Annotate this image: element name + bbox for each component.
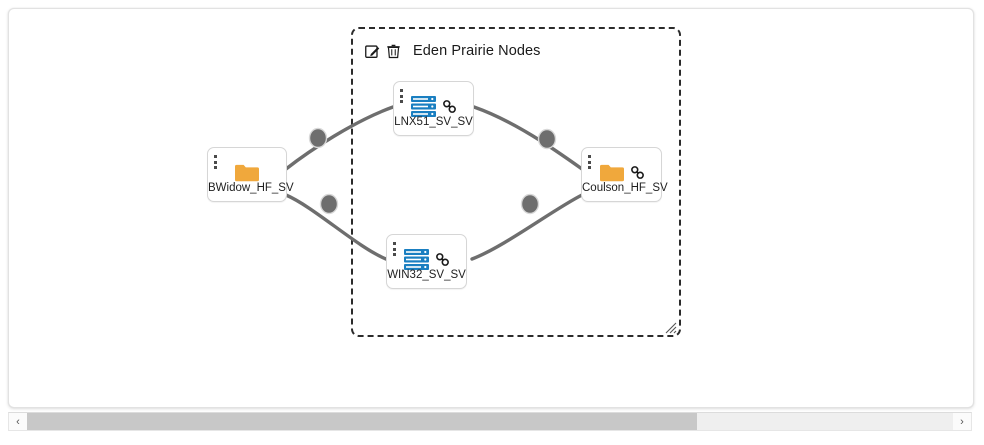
group-title: Eden Prairie Nodes — [413, 43, 541, 59]
graph-surface[interactable]: Eden Prairie Nodes — [9, 9, 973, 407]
graph-canvas-card[interactable]: Eden Prairie Nodes — [8, 8, 974, 408]
node-menu-icon[interactable] — [393, 242, 397, 259]
server-stack-icon — [411, 95, 436, 117]
link-chain-icon — [443, 99, 456, 113]
scroll-left-button[interactable]: ‹ — [9, 413, 27, 430]
edge-handle-1 — [308, 127, 328, 149]
node-glyph-group — [208, 157, 286, 187]
scrollbar-track[interactable] — [27, 413, 953, 430]
scrollbar-thumb[interactable] — [27, 413, 698, 430]
node-label: LNX51_SV_SV — [394, 116, 473, 128]
node-label: Coulson_HF_SV — [582, 182, 668, 194]
node-glyph-group — [582, 157, 661, 187]
node-menu-icon[interactable] — [588, 155, 592, 172]
resize-handle-icon[interactable] — [665, 321, 677, 334]
horizontal-scrollbar[interactable]: ‹ › — [8, 412, 972, 431]
node-glyph-group — [387, 244, 466, 274]
node-win32-sv-sv[interactable]: WIN32_SV_SV — [386, 234, 467, 289]
folder-icon — [599, 164, 624, 181]
node-lnx51-sv-sv[interactable]: LNX51_SV_SV — [393, 81, 474, 136]
node-menu-icon[interactable] — [214, 155, 218, 172]
trash-icon[interactable] — [386, 44, 401, 59]
node-menu-icon[interactable] — [400, 89, 404, 106]
link-chain-icon — [436, 252, 449, 266]
edge-handle-3 — [319, 193, 339, 215]
node-coulson-hf-sv[interactable]: Coulson_HF_SV — [581, 147, 668, 202]
server-stack-icon — [404, 248, 429, 270]
folder-icon — [235, 164, 259, 181]
node-bwidow-hf-sv[interactable]: BWidow_HF_SV — [207, 147, 294, 202]
link-chain-icon — [630, 165, 644, 179]
node-label: BWidow_HF_SV — [208, 182, 294, 194]
group-container-eden-prairie-nodes[interactable]: Eden Prairie Nodes — [351, 27, 681, 337]
edit-icon[interactable] — [365, 44, 380, 59]
node-label: WIN32_SV_SV — [387, 269, 466, 281]
node-glyph-group — [394, 91, 473, 121]
scroll-right-button[interactable]: › — [953, 413, 971, 430]
group-header: Eden Prairie Nodes — [365, 43, 541, 59]
